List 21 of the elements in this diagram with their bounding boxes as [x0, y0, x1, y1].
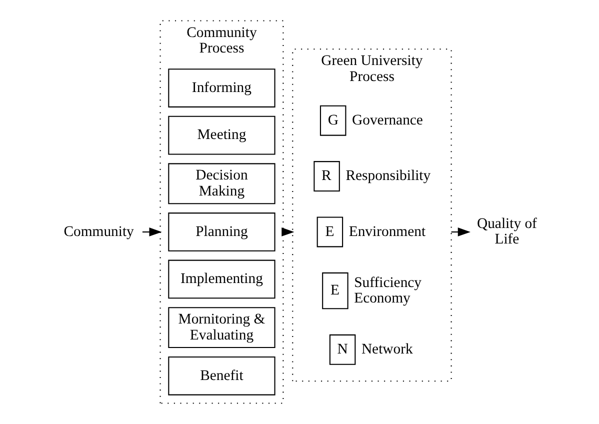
node-box: N [328, 334, 356, 365]
arrow [450, 228, 470, 236]
node-box: Informing [168, 68, 275, 108]
node-box: Planning [168, 212, 275, 252]
node-box: G [319, 105, 346, 136]
node-box: E [322, 272, 348, 310]
node-box: Mornitoring & Evaluating [168, 307, 275, 348]
node-box: E [316, 216, 343, 248]
node-box: Benefit [168, 356, 275, 396]
node-text: Community [63, 224, 134, 240]
node-box: Implementing [168, 260, 275, 299]
node-label: Sufficiency Economy [354, 274, 422, 307]
node-label: Governance [352, 112, 422, 128]
node-box: R [313, 161, 340, 192]
node-box: Meeting [168, 116, 275, 155]
node-label: Responsibility [345, 168, 430, 184]
node-box: Decision Making [168, 163, 275, 204]
node-text: Quality of Life [476, 216, 536, 248]
node-label: Network [360, 342, 412, 358]
node-label: Environment [348, 224, 426, 240]
arrow [142, 228, 162, 236]
